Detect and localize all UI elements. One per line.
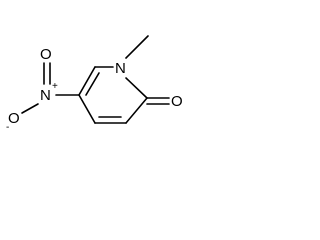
atom-labels: N O N + O O -: [6, 46, 183, 133]
atom-o-nitro-single: O: [8, 110, 20, 127]
bond-nnitro-o-down: [21, 103, 39, 114]
atom-o-carbonyl: O: [171, 93, 183, 110]
atom-n-nitro: N: [40, 87, 51, 104]
atom-o-nitro-double: O: [40, 46, 52, 63]
bond-c4-c5: [78, 94, 96, 124]
bonds: [21, 35, 170, 124]
bond-n-methyl: [125, 35, 149, 59]
charge-n-nitro: +: [52, 81, 58, 92]
bond-c2-c3: [125, 97, 148, 124]
bond-c5-c6: [78, 66, 96, 96]
charge-o-nitro-single: -: [6, 122, 9, 133]
chemical-structure: N O N + O O -: [6, 35, 183, 133]
atom-n-ring: N: [115, 60, 126, 77]
bond-n1-c2: [125, 77, 148, 99]
bond-c5-c6-inner: [85, 72, 100, 96]
